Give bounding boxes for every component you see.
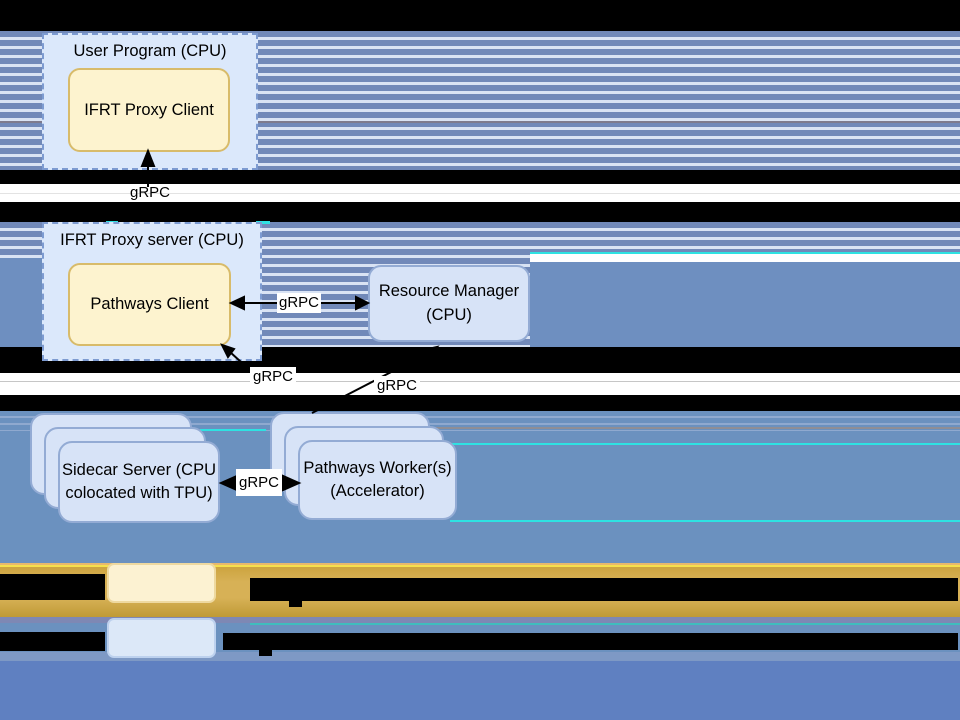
- grpc-label-client-rm: gRPC: [277, 293, 321, 313]
- pathways-worker-line1: Pathways Worker(s): [303, 458, 452, 477]
- bg-teal-line: [250, 623, 960, 625]
- ifrt-proxy-client-label: IFRT Proxy Client: [84, 100, 214, 119]
- resource-manager-line1: Resource Manager: [378, 282, 520, 301]
- legend-row2-redacted-bar-left: [0, 632, 105, 651]
- legend-blue-swatch: [107, 618, 216, 658]
- bg-cyan-line: [440, 443, 960, 445]
- bg-black-band-top: [0, 0, 960, 31]
- bg-yellow-line: [0, 565, 960, 567]
- bg-white-band: [0, 373, 960, 395]
- arrowhead-upleft-icon: [220, 343, 236, 359]
- arrowhead-upright-icon: [422, 345, 440, 360]
- bg-cyan-line: [450, 520, 960, 522]
- arrowhead-left-icon: [228, 295, 245, 311]
- bg-black-band: [0, 202, 960, 222]
- pathways-worker-line2: (Accelerator): [330, 482, 425, 500]
- resource-manager-line2: (CPU): [426, 305, 472, 324]
- bg-grey-line: [0, 381, 960, 382]
- grpc-label-sidecar-worker: gRPC: [236, 469, 282, 496]
- arrowhead-right-icon: [280, 473, 302, 493]
- sidecar-server-node: Sidecar Server (CPU colocated with TPU): [58, 441, 220, 523]
- bg-solid-blue-left: [0, 258, 44, 347]
- legend-row2-redacted-bar: [223, 633, 958, 650]
- legend-row1-redacted-bar-left: [0, 574, 105, 600]
- legend-row1-descender: [289, 600, 302, 607]
- bg-black-band: [0, 170, 960, 184]
- arrow-proxy-down-left: [229, 351, 253, 373]
- bg-stripe-band-lower: [0, 411, 960, 431]
- bg-faint-line: [0, 193, 960, 194]
- bg-white-strip-right: [530, 254, 960, 262]
- bg-glitch-line: [0, 121, 960, 123]
- bg-solid-blue-right: [530, 262, 960, 347]
- pathways-worker-node: Pathways Worker(s) (Accelerator): [298, 440, 457, 520]
- sidecar-server-line1: Sidecar Server (CPU: [61, 460, 217, 479]
- bg-transition-band: [0, 617, 960, 623]
- sidecar-server-line2: colocated with TPU): [65, 484, 213, 502]
- arrowhead-right-icon: [355, 295, 371, 311]
- arrow-rm-down: [311, 352, 429, 414]
- legend-row2-descender: [259, 650, 272, 656]
- ifrt-proxy-server-title: IFRT Proxy server (CPU): [60, 231, 244, 249]
- bg-cyan-line: [200, 429, 266, 431]
- grpc-label-proxy-down: gRPC: [250, 367, 296, 386]
- grpc-label-user-client: gRPC: [129, 184, 170, 201]
- bg-light-blue-band: [0, 652, 960, 661]
- bg-deep-blue-band: [0, 661, 960, 720]
- grpc-label-rm-down: gRPC: [374, 376, 420, 395]
- ifrt-proxy-client-node: IFRT Proxy Client: [68, 68, 230, 152]
- legend-yellow-swatch: [107, 563, 216, 603]
- bg-grey-line: [430, 427, 960, 429]
- resource-manager-node: Resource Manager (CPU): [368, 265, 530, 342]
- legend-row1-redacted-bar: [250, 578, 958, 601]
- bg-black-band: [0, 395, 960, 411]
- bg-cyan-dash: [256, 221, 270, 224]
- bg-cyan-line: [530, 252, 960, 254]
- pathways-client-label: Pathways Client: [90, 295, 209, 313]
- user-program-title: User Program (CPU): [73, 42, 227, 60]
- pathways-client-node: Pathways Client: [68, 263, 231, 346]
- arrowhead-up-icon: [140, 148, 156, 167]
- bg-orange-line: [0, 563, 960, 565]
